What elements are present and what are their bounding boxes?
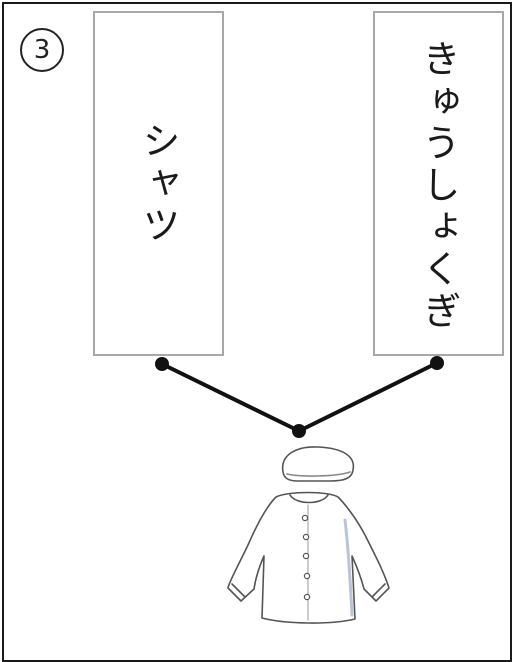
word-card-left[interactable]: シャツ [93, 11, 224, 356]
lunch-cap-icon [281, 446, 355, 482]
word-card-label: きゅうしょくぎ [416, 39, 460, 333]
connector-dot-icon[interactable] [430, 356, 444, 370]
word-card-label: シャツ [136, 120, 180, 247]
question-number: 3 [33, 35, 51, 65]
connector-line-right [297, 361, 439, 433]
question-number-badge: 3 [20, 28, 64, 72]
smock-buttons-icon [301, 514, 311, 601]
connector-dot-icon[interactable] [155, 357, 169, 371]
connector-dot-icon[interactable] [292, 424, 306, 438]
connector-line-left [160, 362, 301, 433]
word-card-right[interactable]: きゅうしょくぎ [373, 11, 504, 356]
